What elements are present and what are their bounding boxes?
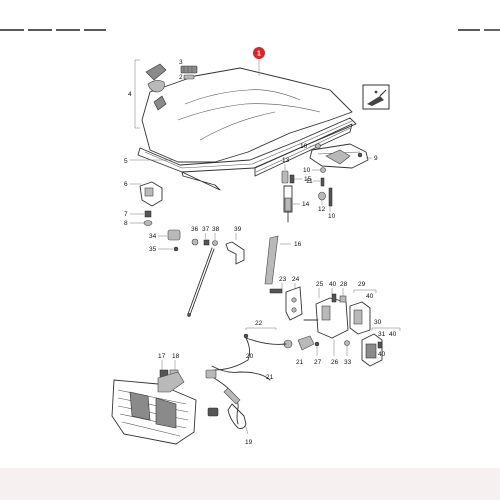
callout-23: 23: [279, 276, 287, 283]
callout-37: 37: [202, 226, 210, 233]
hood-panel: [137, 67, 357, 191]
callout-10a: 10: [300, 143, 308, 150]
lock-rod-assembly: 36 37 38 39: [187, 226, 245, 317]
release-handle: 19: [207, 403, 253, 446]
bolt-washer-left: 7 8: [124, 210, 153, 227]
callout-35: 35: [149, 246, 157, 253]
callout-30: 30: [374, 319, 382, 326]
callout-28: 28: [340, 281, 348, 288]
callout-6: 6: [124, 181, 128, 188]
callout-18: 18: [172, 353, 180, 360]
crest-badge-group: 4: [128, 59, 167, 129]
stop-buffer: 34 35: [149, 229, 181, 253]
callout-33: 33: [344, 359, 352, 366]
prop-rod: 16: [264, 235, 302, 285]
callout-11: 11: [306, 178, 313, 185]
callout-22: 22: [255, 320, 263, 327]
callout-31: 31: [378, 331, 386, 338]
callout-1: 1: [257, 51, 261, 58]
callout-4: 4: [128, 91, 132, 98]
hood-lock-striker: 23 24: [269, 276, 303, 321]
callout-5: 5: [124, 158, 128, 165]
hood-lock-assembly: 25 40 28 29 40 26 27 33 21 30 31 40 40: [296, 281, 401, 367]
callout-10b: 10: [303, 167, 311, 174]
front-grille-assembly: 17 18: [111, 353, 197, 445]
callout-26: 26: [331, 359, 339, 366]
callout-2: 2: [179, 74, 183, 81]
callout-8: 8: [124, 220, 128, 227]
callout-14: 14: [302, 201, 310, 208]
callout-16: 16: [294, 241, 302, 248]
callout-12: 12: [318, 206, 326, 213]
callout-24: 24: [292, 276, 300, 283]
callout-21b: 21: [296, 359, 304, 366]
callout-7: 7: [124, 211, 128, 218]
callout-36: 36: [191, 226, 199, 233]
callout-20: 20: [246, 353, 254, 360]
callout-34: 34: [149, 233, 157, 240]
callout-3: 3: [179, 59, 183, 66]
oil-can-icon: [362, 84, 390, 110]
callout-39: 39: [234, 226, 242, 233]
callout-29: 29: [358, 281, 366, 288]
emblem-parts: 3 2: [179, 59, 198, 81]
callout-27: 27: [314, 359, 322, 366]
bottom-band: [0, 468, 500, 500]
highlight-badge: 1: [253, 47, 265, 76]
callout-21a: 21: [266, 374, 274, 381]
hinge-right: 9 10 10 11 12 10: [300, 143, 378, 220]
callout-10c: 10: [328, 213, 336, 220]
callout-40a: 40: [329, 281, 337, 288]
callout-19: 19: [245, 439, 253, 446]
callout-25: 25: [316, 281, 324, 288]
hinge-bracket-left: 6: [124, 181, 163, 207]
callout-40d: 40: [378, 351, 386, 358]
callout-40c: 40: [389, 331, 397, 338]
callout-15: 15: [304, 176, 312, 183]
gas-strut: 13 15 14: [281, 157, 312, 223]
callout-38: 38: [212, 226, 220, 233]
release-cable: 22 20 21: [205, 320, 293, 425]
callout-13: 13: [282, 157, 290, 164]
callout-17: 17: [158, 353, 166, 360]
callout-40b: 40: [366, 293, 374, 300]
callout-9: 9: [374, 155, 378, 162]
